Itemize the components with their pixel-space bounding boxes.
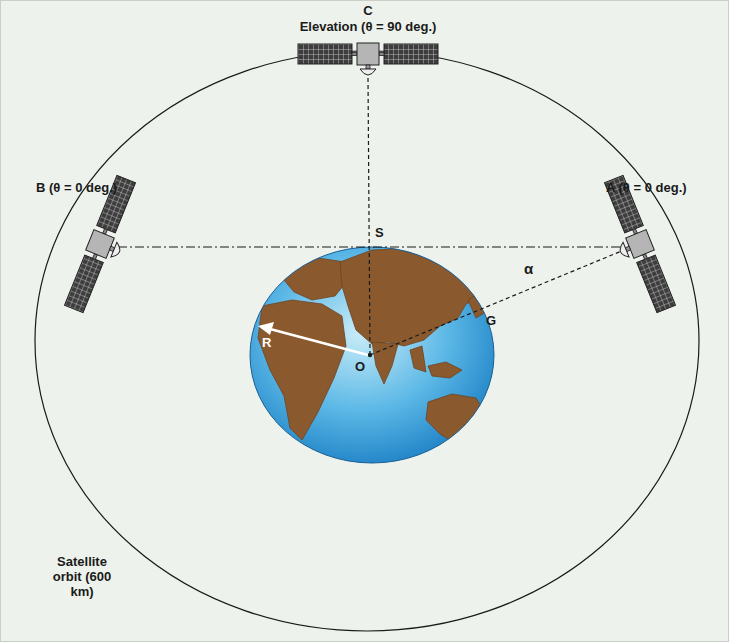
earth-ocean — [250, 247, 494, 463]
satellite-label: B (θ = 0 deg.) — [36, 181, 117, 196]
satellite-a — [594, 175, 676, 317]
africa — [258, 300, 346, 440]
japan — [468, 292, 486, 318]
earth-radius-arrow — [258, 322, 368, 355]
callout-letter: C — [363, 4, 372, 19]
islands — [428, 362, 462, 378]
point-label: G — [486, 314, 496, 329]
continents — [258, 248, 488, 444]
radius-label: R — [262, 336, 271, 351]
asia — [340, 248, 484, 346]
radius-line — [370, 250, 624, 355]
earth — [250, 247, 494, 463]
point-label: O — [355, 360, 365, 375]
zenith-line — [368, 78, 370, 355]
point-label: S — [375, 226, 384, 241]
orbit-label: Satellite orbit (600 km) — [43, 555, 121, 600]
satellite-label: Elevation (θ = 90 deg.) — [300, 20, 437, 35]
earth-outline — [250, 247, 494, 463]
europe — [284, 258, 348, 300]
satellite-b — [64, 175, 146, 317]
peninsula — [410, 346, 426, 372]
satellite-c — [298, 43, 438, 75]
horizon-line — [118, 246, 624, 247]
australia — [426, 394, 488, 444]
radius-arrow-head — [258, 322, 274, 335]
satellite-orbit — [35, 51, 699, 631]
angle-label: α — [524, 260, 533, 277]
earth-center — [368, 353, 372, 357]
radius-arrow-shaft — [270, 329, 368, 355]
satellite-label: A (θ = 0 deg.) — [606, 181, 687, 196]
